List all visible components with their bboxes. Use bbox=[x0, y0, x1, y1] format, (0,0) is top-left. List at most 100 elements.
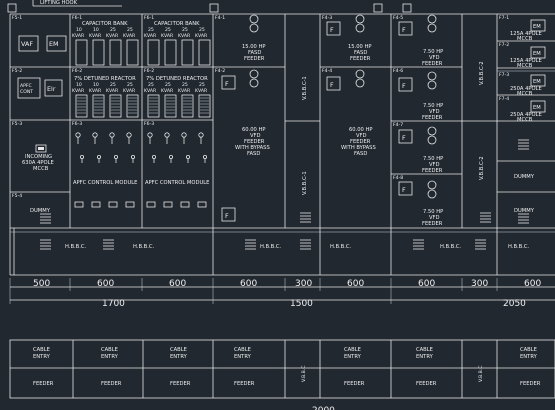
base-feeder-4: FEEDER bbox=[234, 381, 255, 387]
dim-bottom-3: 2050 bbox=[503, 299, 526, 309]
lifting-hook-marker: LIFTING HOOK bbox=[7, 0, 412, 13]
mccb-panel: EM 125A 4POLE MCCB EM 125A 4POLE MCCB EM… bbox=[510, 19, 546, 214]
cable-entry-1b: ENTRY bbox=[33, 354, 51, 360]
terminal-icon bbox=[197, 201, 207, 208]
hbbc-label-2: H.B.B.C. bbox=[133, 244, 154, 250]
cable-entry-4a: CABLE bbox=[234, 347, 251, 353]
vfd3-line2: VFD bbox=[429, 55, 440, 61]
cable-entry-7b: ENTRY bbox=[520, 354, 538, 360]
tag-f4-4: F4-4 bbox=[322, 68, 332, 74]
base-vbbc-1: V.B.B.C bbox=[301, 366, 307, 382]
kvar-value-8: 25 bbox=[199, 27, 205, 33]
dim-bottom-2: 1500 bbox=[290, 299, 313, 309]
mccb-em-2: EM bbox=[533, 51, 541, 57]
dim-partial: 2000 bbox=[312, 406, 335, 410]
cable-entry-3b: ENTRY bbox=[170, 354, 188, 360]
mccb-em-4: EM bbox=[533, 105, 541, 111]
mccb2-line2: MCCB bbox=[517, 63, 533, 69]
dim-top-9: 600 bbox=[524, 279, 541, 289]
terminal-icon bbox=[74, 201, 84, 208]
kvar-value-6: 25 bbox=[165, 27, 171, 33]
tag-f4-2: F4-2 bbox=[215, 68, 225, 74]
dimension-lines: 500 600 600 600 300 600 600 300 600 1700… bbox=[9, 278, 555, 309]
vfd4-line2: VFD bbox=[429, 109, 440, 115]
cable-entry-2b: ENTRY bbox=[101, 354, 119, 360]
capacitor-bank-title-left: CAPACITOR BANK bbox=[82, 21, 128, 27]
vfd5-line2: VFD bbox=[429, 162, 440, 168]
indicator-icon bbox=[168, 154, 173, 159]
kvar-value-4b: 25 bbox=[127, 82, 133, 88]
tag-f5-2: F5-2 bbox=[12, 68, 22, 74]
tag-f7-4: F7-4 bbox=[499, 96, 509, 102]
elr-relay-label: Elr bbox=[47, 85, 56, 93]
apfc-cont-line2: CONT bbox=[20, 89, 33, 95]
vfd4-line1: 7.50 HP bbox=[423, 103, 443, 109]
indicator-icon bbox=[151, 154, 156, 159]
vfd5-line3: FEEDER bbox=[422, 168, 443, 174]
fuse-icon bbox=[147, 132, 153, 138]
apfc-module-left: APFC CONTROL MODULE bbox=[73, 180, 137, 186]
kvar-value-2: 10 bbox=[93, 27, 99, 33]
indicator-icon bbox=[80, 154, 85, 159]
base-feeder-7: FEEDER bbox=[520, 381, 541, 387]
tag-f4-7: F4-7 bbox=[393, 122, 403, 128]
dim-top-2: 600 bbox=[97, 279, 114, 289]
tag-f6-3b: F6-3 bbox=[144, 121, 154, 127]
cable-entry-7a: CABLE bbox=[520, 347, 537, 353]
tag-f4-1: F4-1 bbox=[215, 15, 225, 21]
em-meter-label: EM bbox=[49, 40, 59, 48]
hbbc-label-5: H.B.B.C. bbox=[440, 244, 461, 250]
vfd2-line4: WITH BYPASS bbox=[341, 145, 376, 151]
kvar-unit-4: KVAR bbox=[123, 33, 136, 39]
capacitor-bank-title-right: CAPACITOR BANK bbox=[154, 21, 200, 27]
dummy-label-left: DUMMY bbox=[30, 208, 51, 214]
vfd3-line3: FEEDER bbox=[422, 61, 443, 67]
lifting-hook-label: LIFTING HOOK bbox=[40, 0, 78, 6]
tag-f7-3: F7-3 bbox=[499, 72, 509, 78]
mccb-em-3: EM bbox=[533, 79, 541, 85]
tag-f4-5: F4-5 bbox=[393, 15, 403, 21]
fuse-icon bbox=[75, 132, 81, 138]
kvar-unit-7: KVAR bbox=[178, 33, 191, 39]
section-tags: F5-1 F5-2 F5-3 F5-4 F6-1 F6-2 F6-3 F6-1 … bbox=[12, 15, 509, 199]
vbbc1-label-bottom: V.B.B.C-1 bbox=[302, 171, 308, 195]
kvar-value-7b: 25 bbox=[182, 82, 188, 88]
panel-frame bbox=[9, 13, 555, 276]
indicator-icon bbox=[130, 154, 135, 159]
kvar-unit-4b: KVAR bbox=[123, 88, 136, 94]
tag-f4-3: F4-3 bbox=[322, 15, 332, 21]
cable-entry-2a: CABLE bbox=[101, 347, 118, 353]
fuse-icon bbox=[109, 132, 115, 138]
vfd4-line3: FEEDER bbox=[422, 115, 443, 121]
hbbc-label-3: H.B.B.C. bbox=[260, 244, 281, 250]
terminal-icon bbox=[108, 201, 118, 208]
fasd2-line3: FEEDER bbox=[350, 56, 371, 62]
tag-f7-1: F7-1 bbox=[499, 15, 509, 21]
mccb2-line1: 125A 4POLE bbox=[510, 58, 542, 64]
tag-f6-3: F6-3 bbox=[72, 121, 82, 127]
dim-bottom-1: 1700 bbox=[102, 299, 125, 309]
reactor-hatching bbox=[77, 97, 209, 114]
fasd-vfd-column-1: 15.00 HP FASD FEEDER F 60.00 HP VFD FEED… bbox=[221, 14, 270, 222]
incoming-line1: INCOMING bbox=[25, 154, 52, 160]
dim-top-4: 600 bbox=[240, 279, 257, 289]
cable-entry-6b: ENTRY bbox=[416, 354, 434, 360]
base-feeder-6: FEEDER bbox=[416, 381, 437, 387]
kvar-unit-1b: KVAR bbox=[72, 88, 85, 94]
dummy-label-right-1: DUMMY bbox=[514, 174, 535, 180]
kvar-unit-7b: KVAR bbox=[178, 88, 191, 94]
terminal-icon bbox=[125, 201, 135, 208]
dummy-label-right-2: DUMMY bbox=[514, 208, 535, 214]
kvar-value-1: 10 bbox=[76, 27, 82, 33]
apfc-module-right: APFC CONTROL MODULE bbox=[145, 180, 209, 186]
fasd2-line2: FASD bbox=[354, 50, 367, 56]
base-feeder-3: FEEDER bbox=[170, 381, 191, 387]
fasd1-line3: FEEDER bbox=[244, 56, 265, 62]
dim-top-1: 500 bbox=[33, 279, 50, 289]
vbbc1-label-top: V.B.B.C-1 bbox=[302, 76, 308, 100]
kvar-value-5b: 25 bbox=[148, 82, 154, 88]
base-section: CABLE ENTRY CABLE ENTRY CABLE ENTRY CABL… bbox=[9, 339, 555, 410]
vfd1-line2: VFD bbox=[250, 133, 261, 139]
indicator-icon bbox=[97, 154, 102, 159]
dim-top-8: 300 bbox=[471, 279, 488, 289]
